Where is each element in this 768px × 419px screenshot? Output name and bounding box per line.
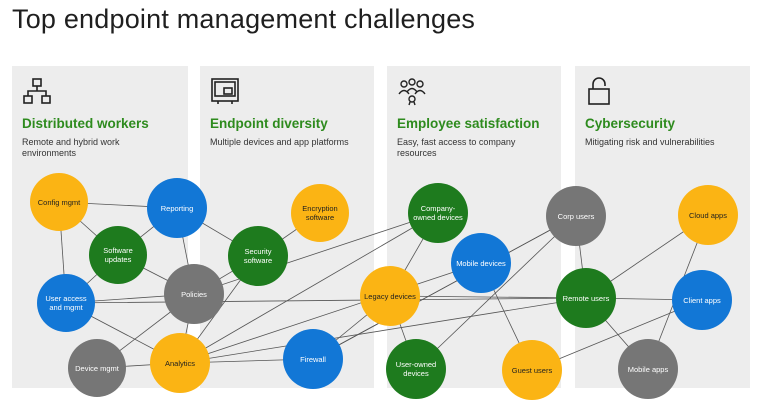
page-title: Top endpoint management challenges bbox=[12, 4, 476, 34]
node-device-mgmt: Device mgmt bbox=[68, 339, 126, 397]
node-analytics: Analytics bbox=[150, 333, 210, 393]
node-security-software: Security software bbox=[228, 226, 288, 286]
node-corp-users: Corp users bbox=[546, 186, 606, 246]
node-encryption-software: Encryption software bbox=[291, 184, 349, 242]
panel-description: Multiple devices and app platforms bbox=[210, 137, 349, 147]
node-company-owned-devices: Company-owned devices bbox=[408, 183, 468, 243]
connection-line bbox=[65, 297, 587, 304]
panel-description: Remote and hybrid work environments bbox=[22, 137, 120, 158]
devices-icon bbox=[211, 78, 239, 104]
node-guest-users: Guest users bbox=[502, 340, 562, 400]
panel-title: Endpoint diversity bbox=[210, 116, 328, 131]
connection-line bbox=[179, 212, 439, 364]
connection-line bbox=[312, 215, 577, 360]
node-remote-users: Remote users bbox=[556, 268, 616, 328]
node-client-apps: Client apps bbox=[672, 270, 732, 330]
node-firewall: Firewall bbox=[283, 329, 343, 389]
org-chart-icon bbox=[23, 78, 51, 104]
node-mobile-apps: Mobile apps bbox=[618, 339, 678, 399]
node-legacy-devices: Legacy devices bbox=[360, 266, 420, 326]
connection-line bbox=[179, 297, 587, 364]
node-policies: Policies bbox=[164, 264, 224, 324]
node-config-mgmt: Config mgmt bbox=[30, 173, 88, 231]
node-mobile-devices: Mobile devices bbox=[451, 233, 511, 293]
connection-line bbox=[389, 295, 587, 299]
node-reporting: Reporting bbox=[147, 178, 207, 238]
node-cloud-apps: Cloud apps bbox=[678, 185, 738, 245]
panel-description: Mitigating risk and vulnerabilities bbox=[585, 137, 715, 147]
panel-title: Distributed workers bbox=[22, 116, 149, 131]
panel-description: Easy, fast access to company resources bbox=[397, 137, 516, 158]
lock-icon bbox=[588, 77, 610, 105]
node-user-access: User access and mgmt bbox=[37, 274, 95, 332]
connection-line bbox=[179, 262, 482, 364]
connection-line bbox=[193, 212, 439, 295]
panel-employee-satisfaction: Employee satisfaction Easy, fast access … bbox=[387, 66, 561, 388]
panel-title: Cybersecurity bbox=[585, 116, 676, 131]
node-user-owned-devices: User-owned devices bbox=[386, 339, 446, 399]
people-icon bbox=[398, 78, 426, 106]
connection-line bbox=[415, 215, 577, 370]
node-software-updates: Software updates bbox=[89, 226, 147, 284]
panel-title: Employee satisfaction bbox=[397, 116, 540, 131]
